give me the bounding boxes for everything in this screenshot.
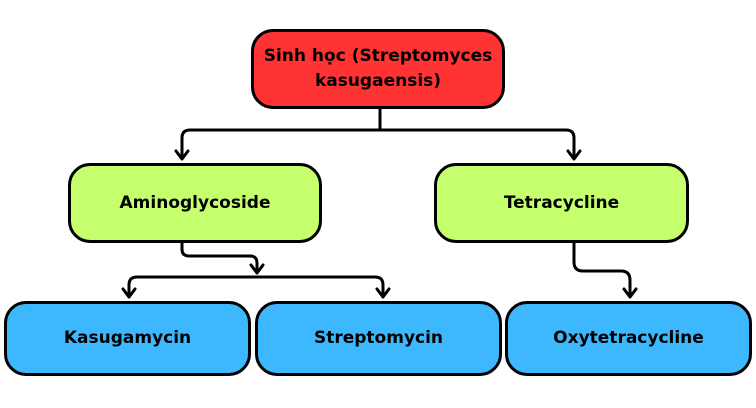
node-streptomycin-label: Streptomycin	[313, 328, 444, 349]
connector-tetracycline-to-oxytetracycline	[572, 243, 632, 296]
arrowhead-kasugamycin	[121, 287, 137, 299]
node-tetracycline: Tetracycline	[434, 163, 689, 243]
arrowhead-aminoglycoside-drop	[249, 263, 265, 275]
connector-aminoglycoside-drop	[180, 243, 259, 271]
node-tetracycline-label: Tetracycline	[503, 192, 620, 213]
node-oxytetracycline-label: Oxytetracycline	[553, 328, 704, 349]
node-streptomycin: Streptomycin	[255, 301, 502, 376]
node-oxytetracycline: Oxytetracycline	[505, 301, 752, 376]
connector-aminoglycoside-split	[127, 275, 385, 296]
arrowhead-aminoglycoside	[174, 149, 190, 161]
node-kasugamycin: Kasugamycin	[4, 301, 251, 376]
arrowhead-streptomycin	[375, 287, 391, 299]
node-aminoglycoside: Aminoglycoside	[68, 163, 322, 243]
node-aminoglycoside-label: Aminoglycoside	[119, 192, 271, 213]
node-kasugamycin-label: Kasugamycin	[63, 328, 192, 349]
connector-root-to-categories	[180, 109, 576, 158]
node-root: Sinh học (Streptomyces kasugaensis)	[251, 29, 505, 109]
arrowhead-oxytetracycline	[622, 287, 638, 299]
arrowhead-tetracycline	[566, 149, 582, 161]
node-root-label: Sinh học (Streptomyces kasugaensis)	[263, 46, 493, 91]
